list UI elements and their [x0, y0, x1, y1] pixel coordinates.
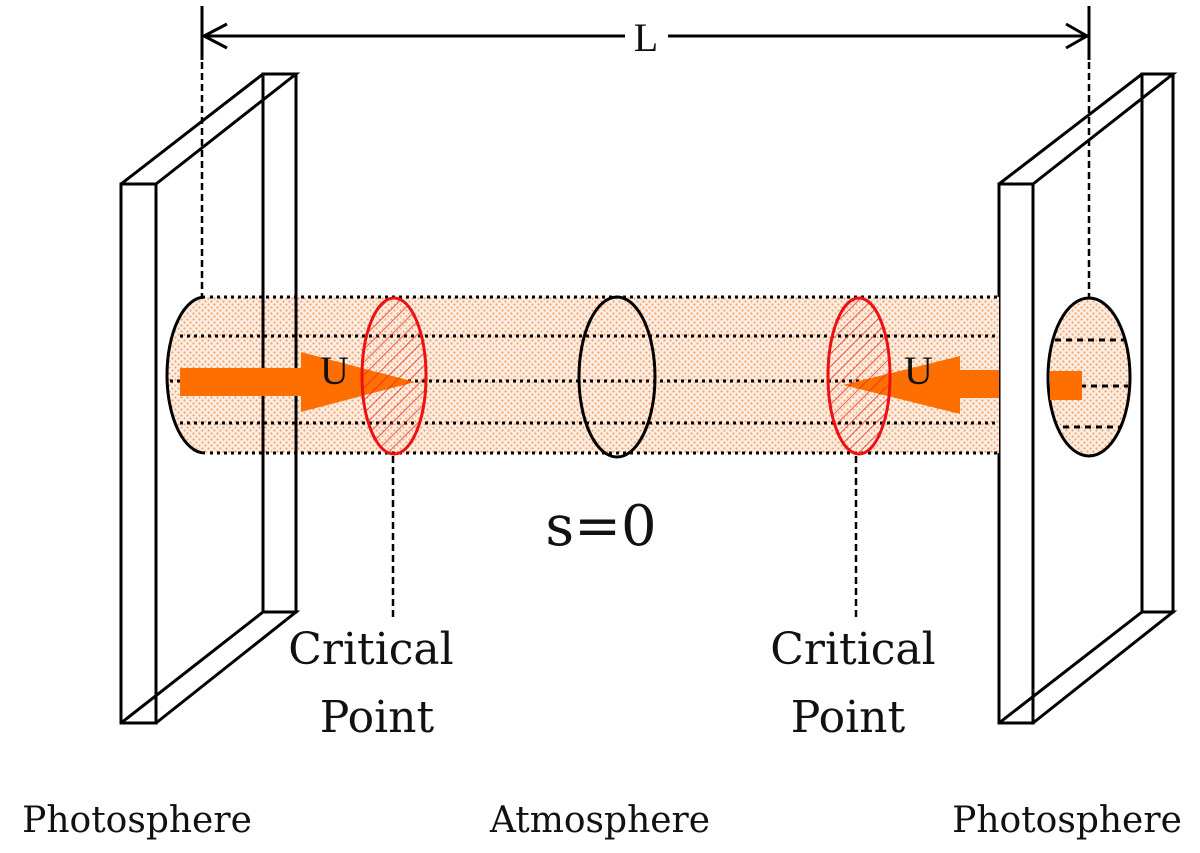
- right-photosphere-panel: [997, 72, 1178, 725]
- critical-point-left-line1: Critical: [288, 624, 453, 675]
- critical-point-right-line1: Critical: [770, 624, 935, 675]
- length-dimension: [200, 6, 1091, 60]
- flow-label-right: U: [904, 348, 933, 393]
- right-footpoint-flow-marker: [1050, 371, 1082, 400]
- tube-left-end: [165, 295, 206, 455]
- apex-label: s=0: [545, 494, 656, 559]
- guide-lines: [200, 62, 1091, 620]
- left-critical-point-ellipse: [360, 296, 428, 456]
- bottom-label-center: Atmosphere: [489, 800, 710, 841]
- left-photosphere-panel: [119, 72, 301, 725]
- flow-label-left: U: [320, 348, 349, 393]
- right-critical-point-ellipse: [826, 296, 892, 456]
- bottom-label-right: Photosphere: [952, 800, 1182, 841]
- critical-point-right-line2: Point: [791, 692, 906, 743]
- left-flow-arrow: [180, 352, 415, 412]
- right-flow-arrow: [843, 356, 999, 414]
- critical-point-left-line2: Point: [320, 692, 435, 743]
- length-label: L: [634, 15, 658, 60]
- bottom-label-left: Photosphere: [22, 800, 252, 841]
- right-footpoint-ellipse: [1046, 296, 1132, 458]
- apex-cross-section: [577, 295, 657, 459]
